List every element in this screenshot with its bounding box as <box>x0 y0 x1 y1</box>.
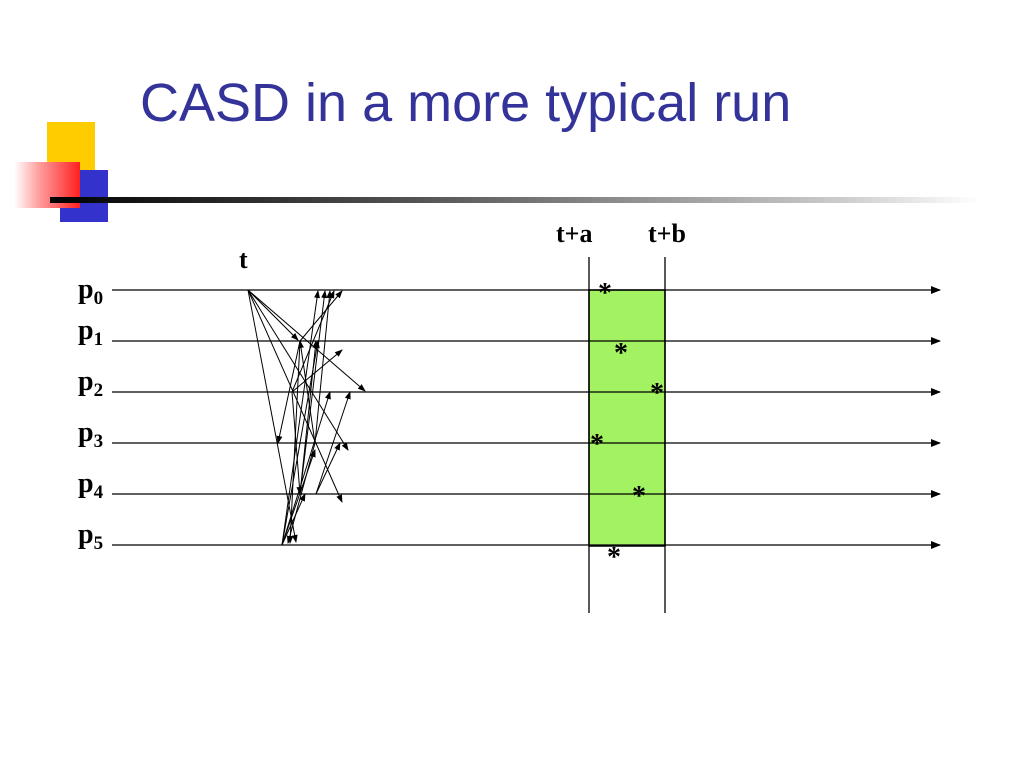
process-label-p0: p0 <box>78 274 103 309</box>
message-arrow <box>281 391 331 546</box>
delivery-marker-p5: * <box>607 542 621 573</box>
message-arrow <box>287 340 301 544</box>
message-arrow <box>281 340 320 546</box>
delivery-marker-p4: * <box>632 481 646 512</box>
delivery-window <box>588 289 666 547</box>
message-arrow <box>281 449 316 546</box>
message-arrow <box>281 493 306 546</box>
message-arrow <box>247 289 299 341</box>
message-arrow <box>299 290 328 495</box>
message-arrows <box>247 289 366 546</box>
message-arrow <box>247 289 349 451</box>
process-timelines <box>112 286 941 549</box>
delivery-marker-p0: * <box>598 278 612 309</box>
process-label-p4: p4 <box>78 468 104 503</box>
delivery-marker-p1: * <box>614 338 628 369</box>
message-arrow <box>315 391 351 495</box>
process-labels: p0 p1 p2 p3 p4 p5 <box>78 274 104 554</box>
delivery-marker-p3: * <box>590 429 604 460</box>
label-t-plus-a: t+a <box>556 219 592 248</box>
delivery-marker-p2: * <box>650 378 664 409</box>
message-arrow <box>281 290 320 546</box>
label-t: t <box>239 245 248 274</box>
message-arrow <box>291 349 343 393</box>
label-t-plus-b: t+b <box>648 219 686 248</box>
message-arrow <box>276 340 301 444</box>
delivery-markers: * * * * * * <box>590 278 664 573</box>
process-label-p1: p1 <box>78 315 103 350</box>
message-arrow <box>299 290 343 342</box>
message-arrow <box>314 290 333 444</box>
title-underline-rule <box>50 197 980 203</box>
message-arrow <box>298 340 316 444</box>
process-label-p5: p5 <box>78 519 103 554</box>
process-label-p3: p3 <box>78 417 103 452</box>
message-arrow <box>247 289 343 503</box>
message-arrow <box>247 289 366 392</box>
slide-title: CASD in a more typical run <box>140 73 792 133</box>
message-arrow <box>315 442 341 495</box>
process-label-p2: p2 <box>78 366 103 401</box>
message-arrow <box>286 442 316 544</box>
